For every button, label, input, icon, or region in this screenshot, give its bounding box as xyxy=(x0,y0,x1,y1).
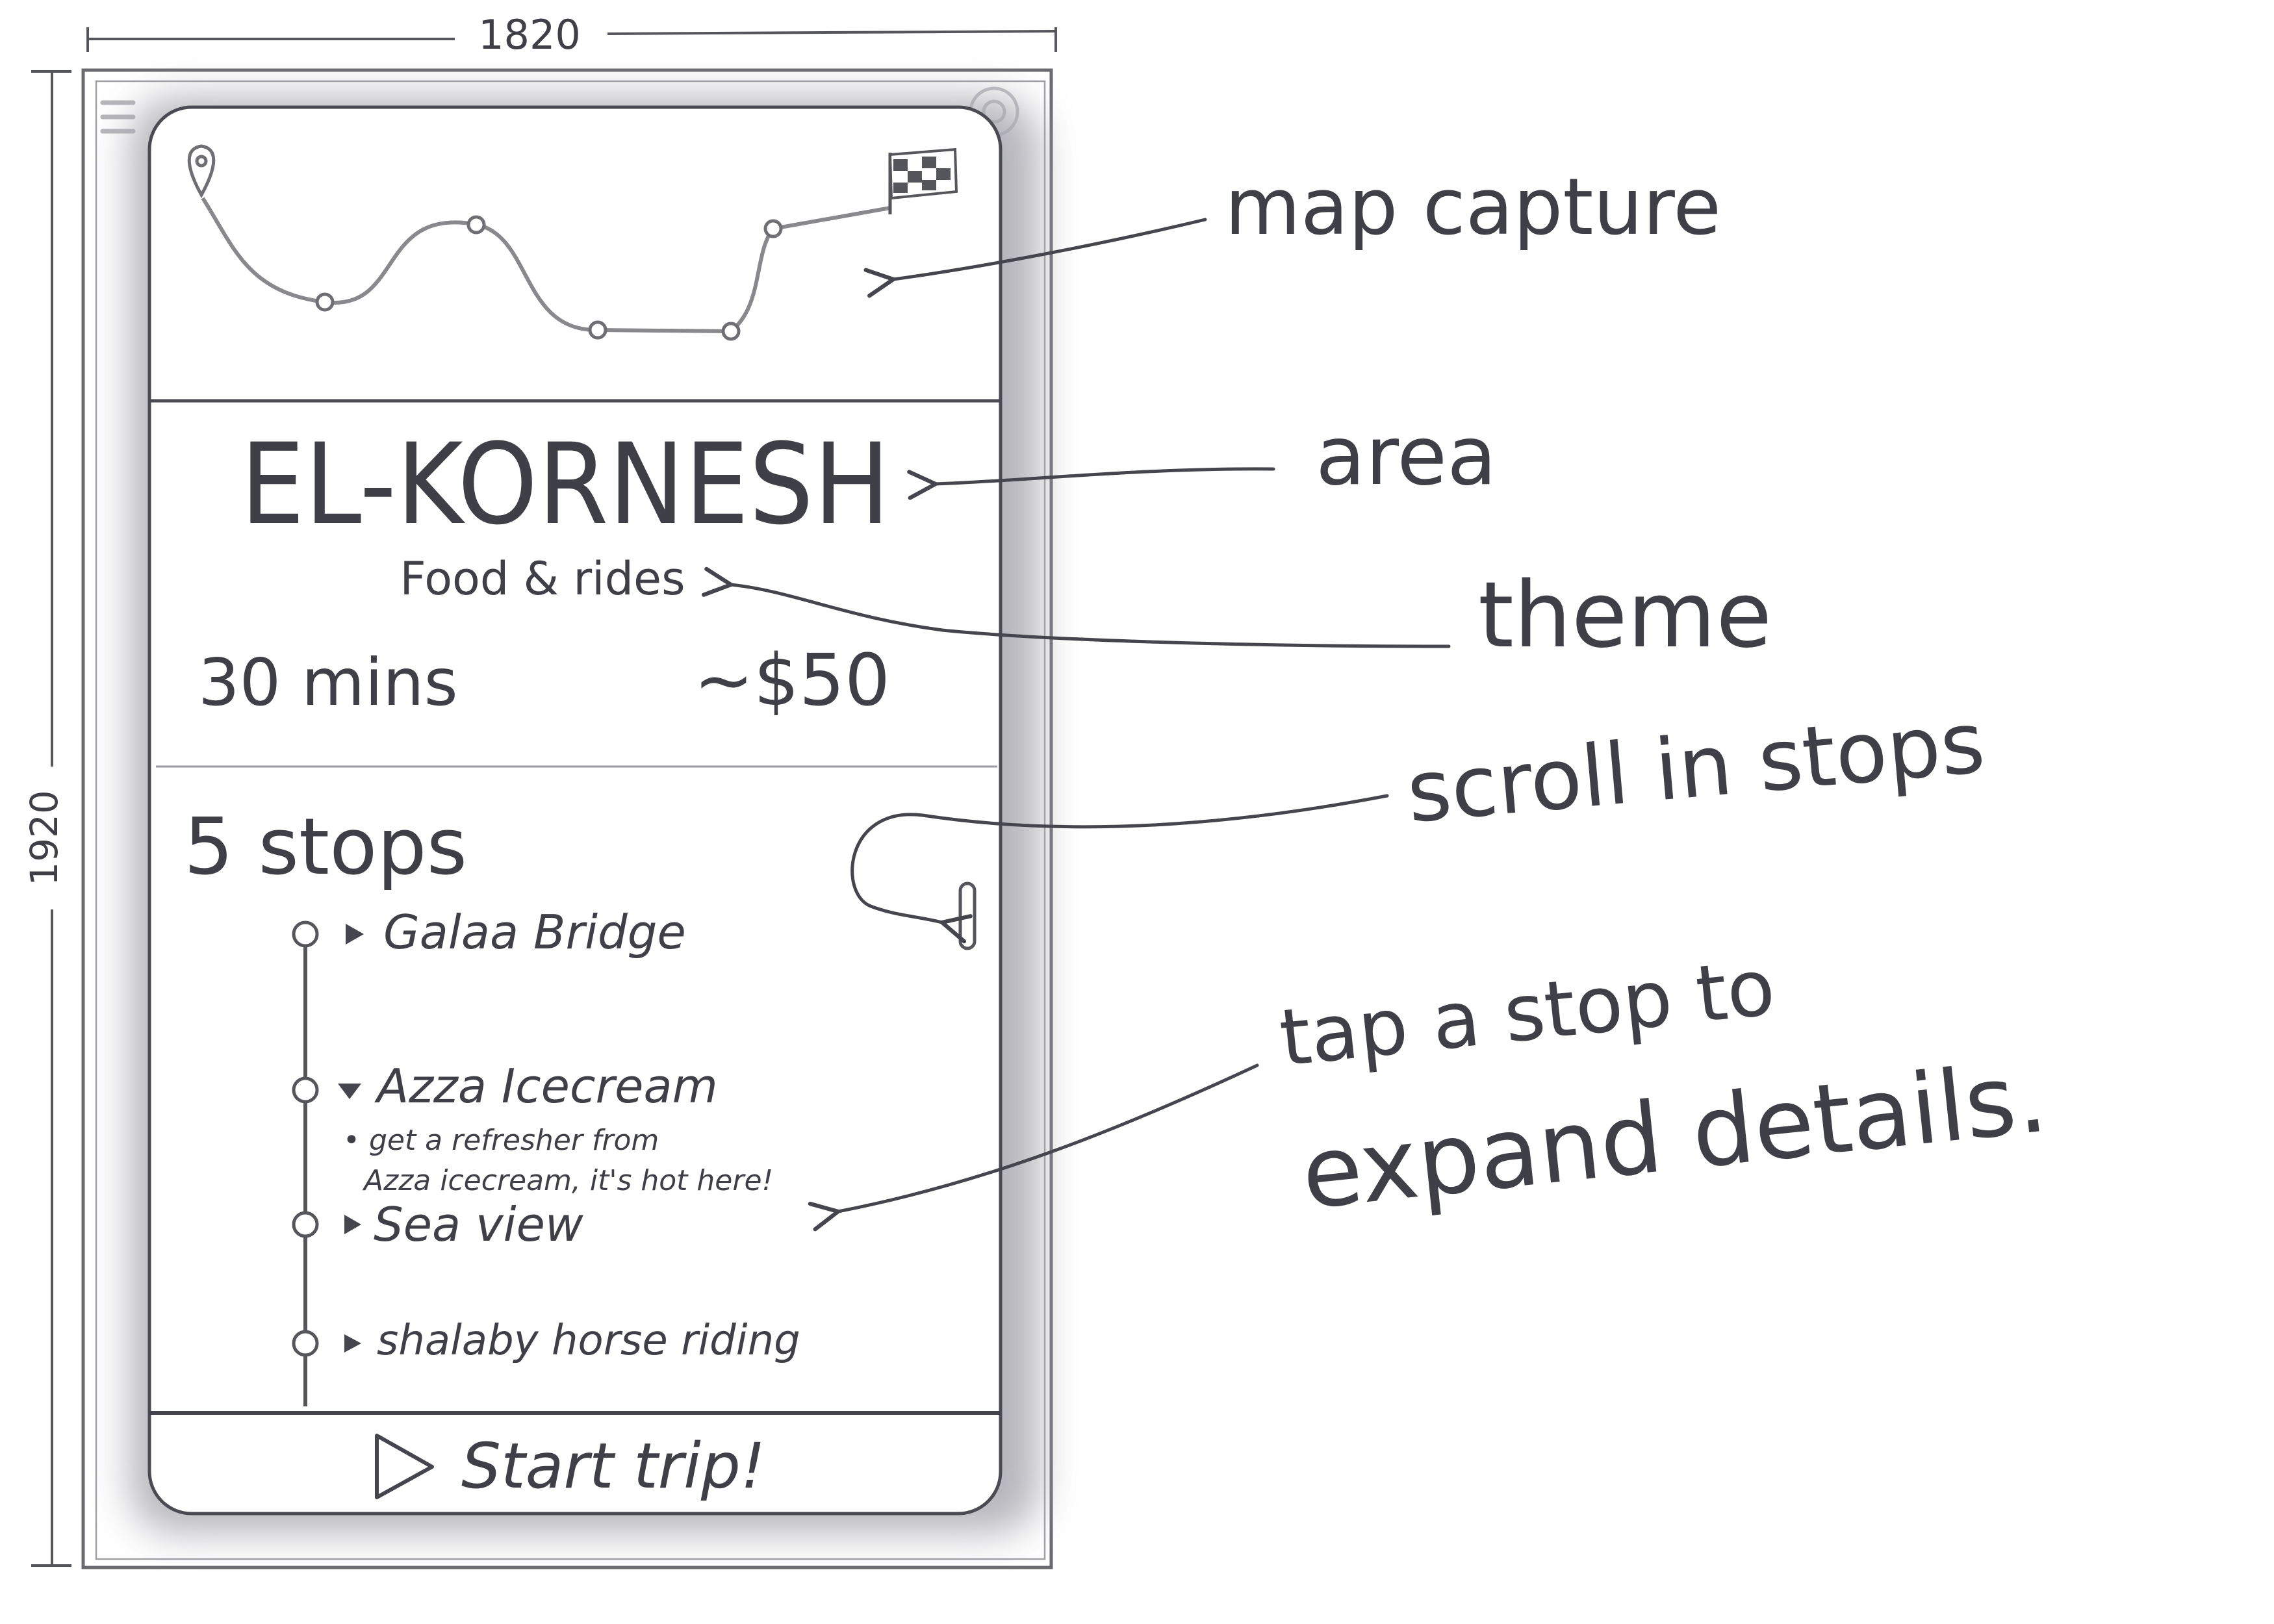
annotation-arrow xyxy=(893,218,1207,279)
stop-item-3[interactable]: Sea view xyxy=(292,1197,583,1252)
stop-node xyxy=(292,1076,319,1104)
stop-name: Galaa Bridge xyxy=(383,905,686,959)
stop-detail: Azza icecream, it's hot here! xyxy=(362,1164,773,1197)
annotation-text: theme xyxy=(1478,563,1772,668)
stop-name: Azza Icecream xyxy=(374,1059,718,1113)
stop-detail: • get a refresher from xyxy=(343,1124,659,1157)
theme-label: Food & rides xyxy=(400,552,685,605)
collapse-caret-icon xyxy=(338,1084,361,1099)
annotation-map-capture: map capture xyxy=(893,162,1721,279)
play-icon xyxy=(375,1434,434,1499)
waypoint xyxy=(315,292,335,312)
menu-icon[interactable] xyxy=(100,100,136,134)
stop-node xyxy=(292,920,319,948)
annotation-text: map capture xyxy=(1225,162,1721,253)
annotation-text: tap a stop to xyxy=(1276,943,1780,1084)
width-dimension xyxy=(86,27,1057,52)
height-label: 1920 xyxy=(22,790,66,886)
start-pin-icon xyxy=(187,144,216,199)
expand-caret-icon xyxy=(344,1215,361,1234)
start-trip-button[interactable]: Start trip! xyxy=(149,1411,1001,1503)
waypoint xyxy=(588,320,607,340)
map-capture[interactable] xyxy=(187,144,958,341)
stops-scrollbar[interactable] xyxy=(958,882,977,950)
trip-card[interactable]: EL-KORNESH Food & rides 30 mins ~$50 5 s… xyxy=(147,105,1003,1516)
phone-frame xyxy=(81,68,1053,1569)
annotation-arrow xyxy=(838,1063,1259,1212)
expand-caret-icon xyxy=(346,924,364,945)
height-dimension xyxy=(31,70,71,1567)
waypoint xyxy=(721,322,741,341)
annotation-arrow xyxy=(731,585,1451,648)
expand-caret-icon xyxy=(344,1334,361,1352)
stop-name: Sea view xyxy=(374,1197,583,1252)
stops-count: 5 stops xyxy=(184,802,467,893)
annotation-text: area xyxy=(1316,409,1497,503)
annotation-area: area xyxy=(936,409,1497,503)
annotation-text: scroll in stops xyxy=(1403,693,1988,842)
area-title: EL-KORNESH xyxy=(240,419,890,550)
annotation-arrow xyxy=(850,794,1389,922)
stop-node xyxy=(292,1330,319,1357)
annotation-arrow xyxy=(936,467,1275,484)
card-body xyxy=(147,105,1003,1516)
waypoint xyxy=(763,219,783,238)
start-trip-label: Start trip! xyxy=(461,1430,765,1503)
stop-name: shalaby horse riding xyxy=(377,1317,800,1365)
annotation-theme: theme xyxy=(731,563,1772,668)
duration-label: 30 mins xyxy=(198,644,458,720)
waypoint xyxy=(466,215,486,235)
stop-item-2[interactable]: Azza Icecream • get a refresher from Azz… xyxy=(292,1059,773,1197)
stop-item-4[interactable]: shalaby horse riding xyxy=(292,1317,800,1365)
stop-item-1[interactable]: Galaa Bridge xyxy=(292,905,686,959)
route-waypoints xyxy=(315,215,783,341)
cost-label: ~$50 xyxy=(694,639,890,722)
width-label: 1820 xyxy=(478,11,581,58)
finish-flag-icon xyxy=(888,147,958,214)
stop-node xyxy=(292,1211,319,1238)
